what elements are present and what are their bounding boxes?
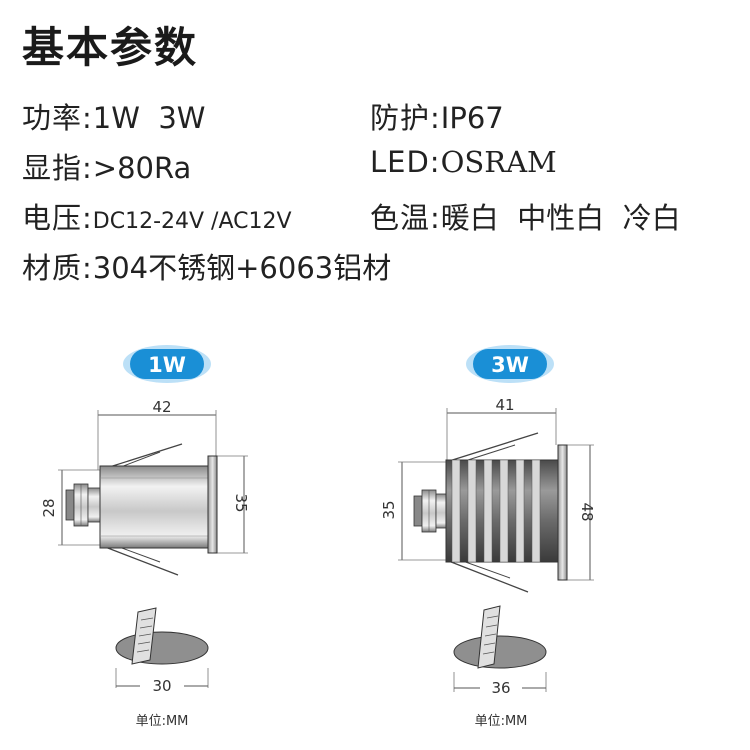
- badge-1w-text: 1W: [148, 353, 186, 377]
- spec-material-value: 304不锈钢+6063铝材: [92, 251, 392, 285]
- model-3w: 3W 41 35 48: [380, 345, 596, 729]
- spec-protection-value: IP67: [440, 101, 504, 135]
- page-title: 基本参数: [22, 23, 199, 72]
- unit-1w: 单位:MM: [136, 714, 189, 729]
- spec-material: 材质:304不锈钢+6063铝材: [22, 245, 391, 287]
- spec-led-label: LED:: [370, 145, 441, 179]
- model-1w: 1W 42 28 35: [40, 345, 250, 729]
- spec-protection: 防护:IP67: [370, 95, 504, 137]
- spec-cri-value: >80Ra: [92, 151, 192, 185]
- spec-voltage-label: 电压:: [22, 201, 93, 235]
- spec-voltage: 电压:DC12-24V /AC12V: [22, 195, 292, 237]
- spec-color-temp-label: 色温:: [370, 201, 441, 235]
- spec-power-label: 功率:: [22, 101, 93, 135]
- badge-3w: 3W: [466, 345, 554, 383]
- dim-3w-cutout: 36: [491, 679, 510, 697]
- dim-3w-height-right: 48: [578, 502, 596, 521]
- spec-cri: 显指:>80Ra: [22, 145, 191, 187]
- dim-1w-height-left: 28: [40, 498, 58, 517]
- badge-1w: 1W: [123, 345, 211, 383]
- spec-cri-label: 显指:: [22, 151, 93, 185]
- spec-color-temp: 色温:暖白 中性白 冷白: [370, 195, 681, 237]
- dim-1w-cutout: 30: [152, 677, 171, 695]
- dim-1w-height-right: 35: [232, 493, 250, 512]
- heatsink-fins: [451, 459, 541, 563]
- spec-led: LED:OSRAM: [370, 145, 557, 179]
- spec-color-temp-value: 暖白 中性白 冷白: [440, 201, 681, 235]
- unit-3w: 单位:MM: [475, 714, 528, 729]
- dim-1w-width: 42: [152, 398, 171, 416]
- badge-3w-text: 3W: [491, 353, 529, 377]
- spec-voltage-value: DC12-24V /AC12V: [92, 209, 292, 234]
- spec-power: 功率:1W 3W: [22, 95, 205, 137]
- spec-protection-label: 防护:: [370, 101, 441, 135]
- dim-3w-width: 41: [495, 396, 514, 414]
- spec-led-value: OSRAM: [440, 145, 557, 179]
- spec-power-value: 1W 3W: [92, 101, 206, 135]
- dim-3w-height-left: 35: [380, 500, 398, 519]
- spec-material-label: 材质:: [22, 251, 93, 285]
